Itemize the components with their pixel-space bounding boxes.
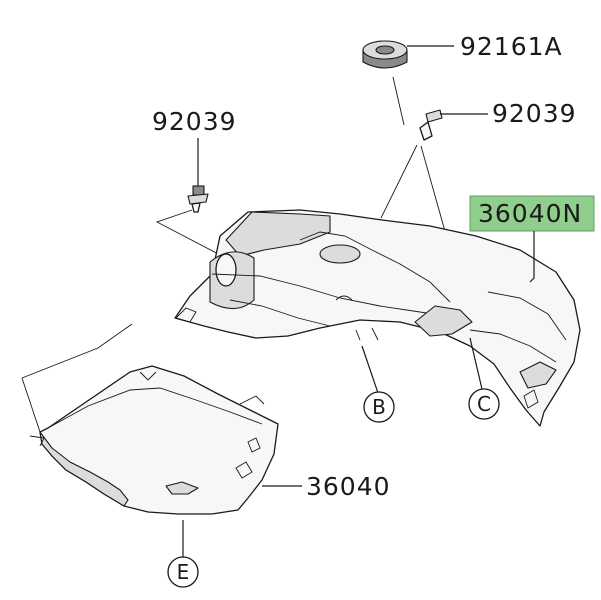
upper-cover-part xyxy=(174,209,581,427)
guide-clip-upper xyxy=(380,144,418,219)
callout-c-letter: C xyxy=(477,392,491,416)
leader-callout-c xyxy=(469,337,483,390)
callout-e-circle xyxy=(167,556,199,588)
highlight-36040n xyxy=(469,195,595,232)
label-92039-left: 92039 xyxy=(152,107,237,136)
leader-upper-cover xyxy=(529,231,535,283)
label-36040n: 36040N xyxy=(478,199,582,228)
callout-c-circle xyxy=(468,388,500,420)
callout-e-letter: E xyxy=(177,560,190,584)
leader-callout-b xyxy=(361,345,379,394)
label-92039-right: 92039 xyxy=(492,99,577,128)
guide-grommet-to-cover xyxy=(392,76,405,126)
label-36040: 36040 xyxy=(306,472,391,501)
clip-right-part xyxy=(419,109,443,141)
callout-b-circle xyxy=(363,391,395,423)
lower-cover-part xyxy=(21,323,279,515)
clip-left-part xyxy=(187,185,209,213)
guide-left-clip xyxy=(155,209,227,259)
grommet-part xyxy=(362,40,408,69)
callout-b-letter: B xyxy=(372,395,386,419)
label-92161a: 92161A xyxy=(460,32,563,61)
